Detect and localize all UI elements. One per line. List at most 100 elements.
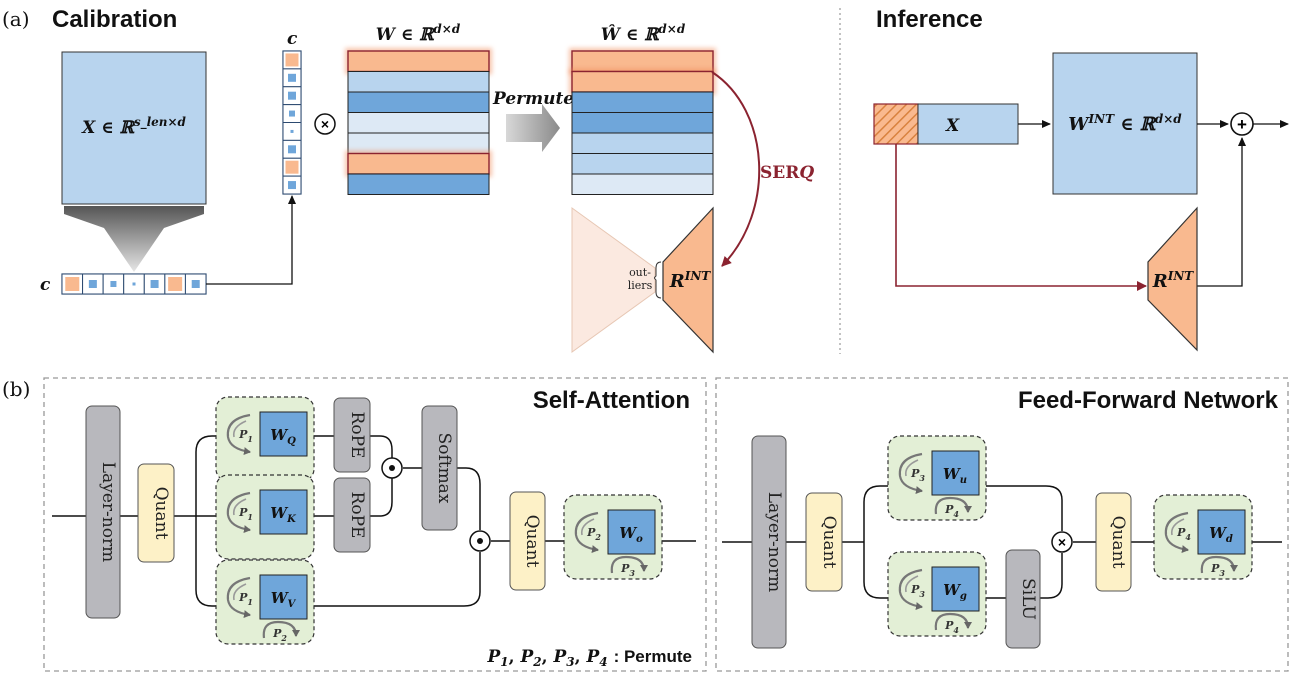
outlier-to-rint-arrow <box>895 144 1147 291</box>
w-hat-title: Ŵ ∈ ℝd×d <box>601 22 686 45</box>
rope-q-label: RoPE <box>347 412 367 459</box>
wg-label: Wg <box>943 581 967 602</box>
gate-multiply-operator <box>1051 531 1073 553</box>
inference-r-int-trapezoid <box>1147 206 1198 352</box>
w-hat-matrix <box>569 48 716 195</box>
c-cell-value <box>168 277 183 291</box>
sa-quant-1 <box>137 463 175 563</box>
p1-label: P1 <box>238 428 253 444</box>
c-cell-value <box>285 53 299 67</box>
ffn-quant-2 <box>1095 492 1132 592</box>
permute-cycle-icon <box>610 555 648 574</box>
weight-row <box>347 91 490 113</box>
c-vector-vertical <box>282 50 302 195</box>
sa-layer-norm <box>85 405 121 619</box>
weight-row <box>571 70 714 93</box>
inference-title: Inference <box>876 6 983 33</box>
softmax-label: Softmax <box>434 433 454 504</box>
p4-label: P4 <box>944 619 959 635</box>
c-cell-value <box>110 281 117 287</box>
weight-row <box>571 91 714 113</box>
wo-label: Wo <box>619 524 643 545</box>
sa-quant-2 <box>509 491 546 591</box>
weight-row <box>571 153 714 175</box>
c-cell-value <box>150 280 159 288</box>
calibration-title: Calibration <box>52 6 177 33</box>
w-title: W ∈ ℝd×d <box>376 22 461 45</box>
permute-cycle-icon <box>262 620 300 639</box>
permute-cycle-icon <box>574 511 599 554</box>
panel-b-label: (b) <box>2 377 30 401</box>
permute-cycle-icon <box>226 413 251 456</box>
sa-quant-1-label: Quant <box>151 487 171 540</box>
weight-row <box>347 152 490 175</box>
weight-row <box>571 50 714 73</box>
c-cell-value <box>132 282 136 286</box>
inference-x-label: X <box>945 116 960 136</box>
c-vector-horizontal <box>61 273 207 295</box>
p3-label: P3 <box>910 583 925 599</box>
permute-cycle-icon <box>898 452 923 495</box>
wk-label: WK <box>270 504 297 525</box>
c-cell-value <box>288 145 296 154</box>
ffn-quant-2-label: Quant <box>1108 516 1128 569</box>
sa-layer-norm-label: Layer-norm <box>98 462 118 562</box>
weight-row <box>571 112 714 134</box>
multiply-icon: × <box>1058 534 1066 550</box>
r-int-label: RINT <box>669 269 712 292</box>
rint-to-add-arrow <box>1197 137 1246 287</box>
c-cell-value <box>288 91 296 100</box>
permute-label: Permute <box>492 89 574 109</box>
p3-label: P3 <box>620 562 635 578</box>
c-label-horizontal: c <box>40 275 51 295</box>
p4-label: P4 <box>1176 526 1191 542</box>
outliers-label-2: liers <box>628 279 653 292</box>
sa-quant-2-label: Quant <box>522 515 542 568</box>
multiply-icon: × <box>321 116 329 132</box>
c-cell-value <box>285 160 299 174</box>
p1-label: P1 <box>238 591 253 607</box>
dot-icon <box>477 538 483 544</box>
faded-trapezoid <box>571 207 656 353</box>
c-cell-value <box>88 280 97 288</box>
c-cell-value <box>288 73 296 82</box>
permute-arrow <box>506 104 560 152</box>
r-int-trapezoid <box>662 206 714 354</box>
weight-row <box>347 71 490 93</box>
ffn-layer-norm-label: Layer-norm <box>764 492 784 592</box>
wu-label: Wu <box>943 465 967 486</box>
weight-row <box>347 173 490 195</box>
c-cell-value <box>191 280 200 288</box>
rope-q <box>333 397 371 473</box>
serq-arrow <box>711 71 761 267</box>
c-to-vertical-arrow <box>206 195 296 285</box>
reduction-funnel <box>64 206 204 272</box>
rope-k-label: RoPE <box>347 492 367 539</box>
dot-icon <box>389 465 395 471</box>
weight-row <box>571 173 714 195</box>
ffn-quant-1 <box>805 492 843 592</box>
panel-a-label: (a) <box>2 7 30 31</box>
weight-row <box>347 112 490 134</box>
c-cell-value <box>288 181 296 190</box>
permute-cycle-icon <box>226 576 251 619</box>
inference-x-block <box>917 103 1019 145</box>
p1-label: P1 <box>238 506 253 522</box>
outliers-label-1: out- <box>629 266 651 279</box>
x-matrix-label: X ∈ ℝs_len×d <box>81 115 186 138</box>
multiply-operator <box>314 113 336 135</box>
w-matrix <box>345 48 492 195</box>
permute-cycle-icon <box>1200 555 1238 574</box>
self-attention-title: Self-Attention <box>533 387 690 414</box>
wd-label: Wd <box>1209 524 1233 545</box>
permute-cycle-icon <box>226 491 251 534</box>
silu <box>1005 549 1041 649</box>
permute-cycle-icon <box>898 568 923 611</box>
p3-label: P3 <box>1210 562 1225 578</box>
plus-icon: + <box>1237 115 1247 134</box>
